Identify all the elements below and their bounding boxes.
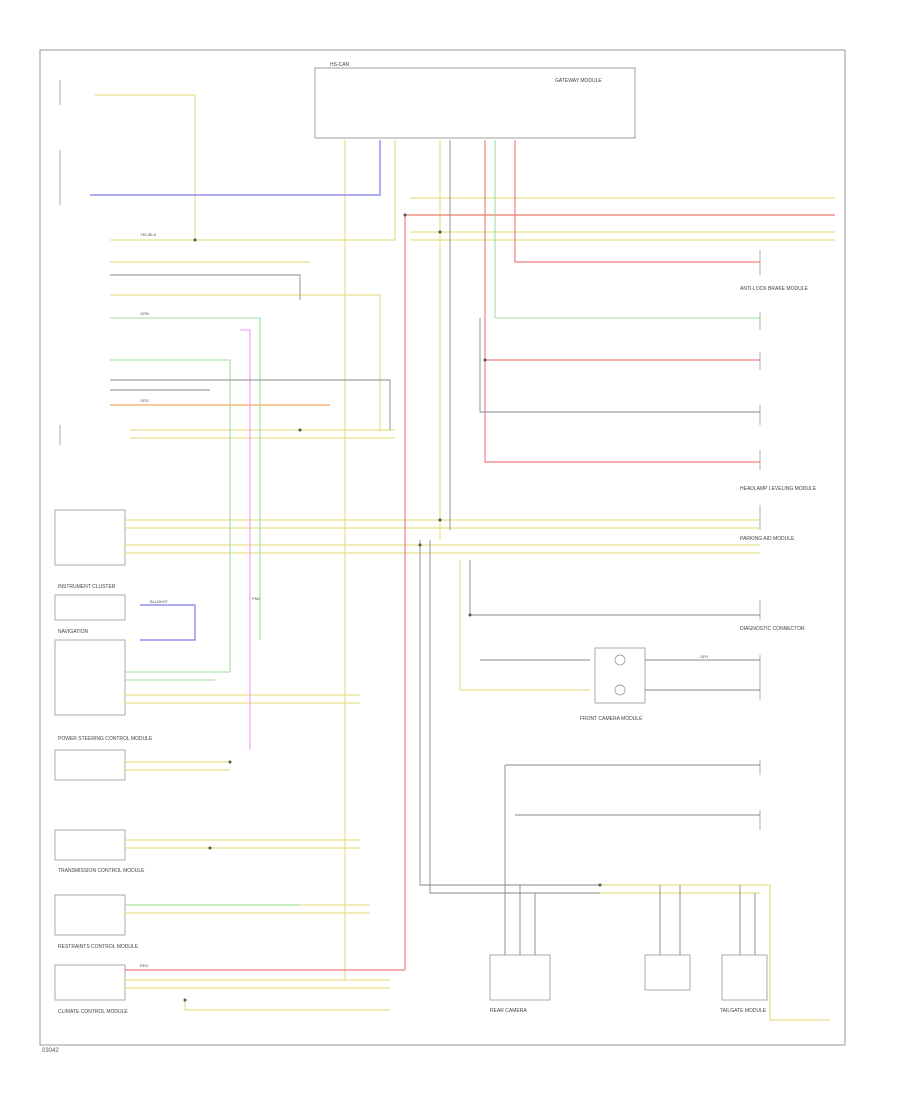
climate-label: CLIMATE CONTROL MODULE — [58, 1009, 128, 1015]
brake-module-label: ANTI-LOCK BRAKE MODULE — [740, 286, 808, 292]
gateway-module-box — [314, 67, 636, 139]
wire-label-grey: GRY — [700, 654, 709, 659]
ground-symbol — [614, 684, 626, 696]
transmission-label: TRANSMISSION CONTROL MODULE — [58, 868, 145, 874]
front-camera-label: FRONT CAMERA MODULE — [580, 716, 643, 722]
diagram-border — [39, 49, 846, 1046]
left-components — [54, 80, 126, 1001]
grey-wires — [110, 140, 760, 955]
wire-label-pink: PNK — [252, 596, 261, 601]
blue-wires — [90, 140, 381, 641]
rear-camera-label: REAR CAMERA — [490, 1008, 527, 1014]
parking-aid-label: PARKING AID MODULE — [740, 536, 795, 542]
power-steering-label: POWER STEERING CONTROL MODULE — [58, 736, 153, 742]
yellow-wires — [95, 94, 835, 1021]
diag-connector-label: DIAGNOSTIC CONNECTOR — [740, 626, 805, 632]
red-wires — [125, 140, 835, 971]
footer-code: 03042 — [42, 1048, 59, 1054]
instrument-cluster-label: INSTRUMENT CLUSTER — [58, 584, 116, 590]
restraints-label: RESTRAINTS CONTROL MODULE — [58, 944, 139, 950]
wire-label-yellow: YEL/BLK — [140, 232, 157, 237]
headlamp-label: HEADLAMP LEVELING MODULE — [740, 486, 817, 492]
navigation-label: NAVIGATION — [58, 629, 88, 635]
ground-symbol — [614, 654, 626, 666]
wire-label-blue: BLU/WHT — [150, 599, 169, 604]
can-top-label: HS-CAN — [330, 62, 350, 68]
connector-pins — [183, 213, 602, 1002]
tailgate-label: TAILGATE MODULE — [720, 1008, 767, 1014]
wire-label-red: RED — [140, 963, 149, 968]
green-wires — [110, 140, 760, 906]
gateway-module-label: GATEWAY MODULE — [555, 78, 602, 84]
right-components — [489, 250, 768, 1001]
wire-label-green: GRN — [140, 311, 149, 316]
wire-label-orange: ORG — [140, 398, 149, 403]
pink-wires — [240, 329, 251, 750]
